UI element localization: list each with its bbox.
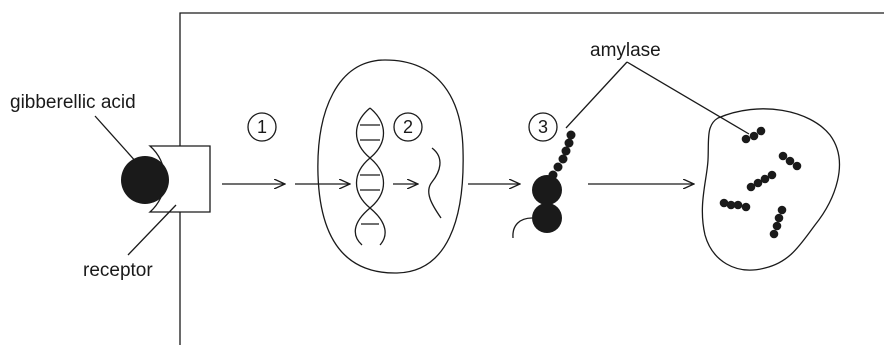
dna-helix-strand-a	[354, 107, 384, 246]
gibberellic-acid-leader	[94, 115, 139, 165]
amylase-bead	[548, 170, 558, 180]
amylase-bead	[558, 154, 568, 164]
amylase-leader-to-vesicle	[626, 61, 750, 135]
mrna-strand	[428, 147, 442, 219]
amylase-chain	[719, 198, 751, 212]
nucleus	[317, 59, 464, 274]
vesicle	[701, 108, 841, 271]
step-1-marker	[247, 112, 277, 142]
dna-helix-strand-b	[356, 107, 386, 246]
step-3-marker	[528, 112, 558, 142]
amylase-chain	[741, 126, 766, 144]
cell-membrane	[179, 12, 884, 345]
amylase-bead	[566, 130, 576, 140]
gibberellic-acid-label: gibberellic acid	[10, 92, 136, 113]
amylase-chain	[778, 151, 802, 171]
ribosome-small-subunit	[532, 203, 562, 233]
step-1-number: 1	[257, 117, 267, 137]
step-3-number: 3	[538, 117, 548, 137]
amylase-chain	[746, 170, 777, 192]
gibberellic-acid-molecule	[121, 156, 169, 204]
amylase-bead	[564, 138, 574, 148]
ribosome-mrna-tail	[512, 217, 533, 239]
step-2-marker	[393, 112, 423, 142]
ribosome-large-subunit	[532, 175, 562, 205]
amylase-leader-to-chain	[565, 61, 628, 129]
receptor-label: receptor	[83, 260, 153, 281]
step-2-number: 2	[403, 117, 413, 137]
amylase-chain	[769, 205, 787, 239]
receptor-leader	[127, 204, 177, 256]
amylase-bead	[553, 162, 563, 172]
amylase-bead	[561, 146, 571, 156]
amylase-label: amylase	[590, 40, 661, 61]
